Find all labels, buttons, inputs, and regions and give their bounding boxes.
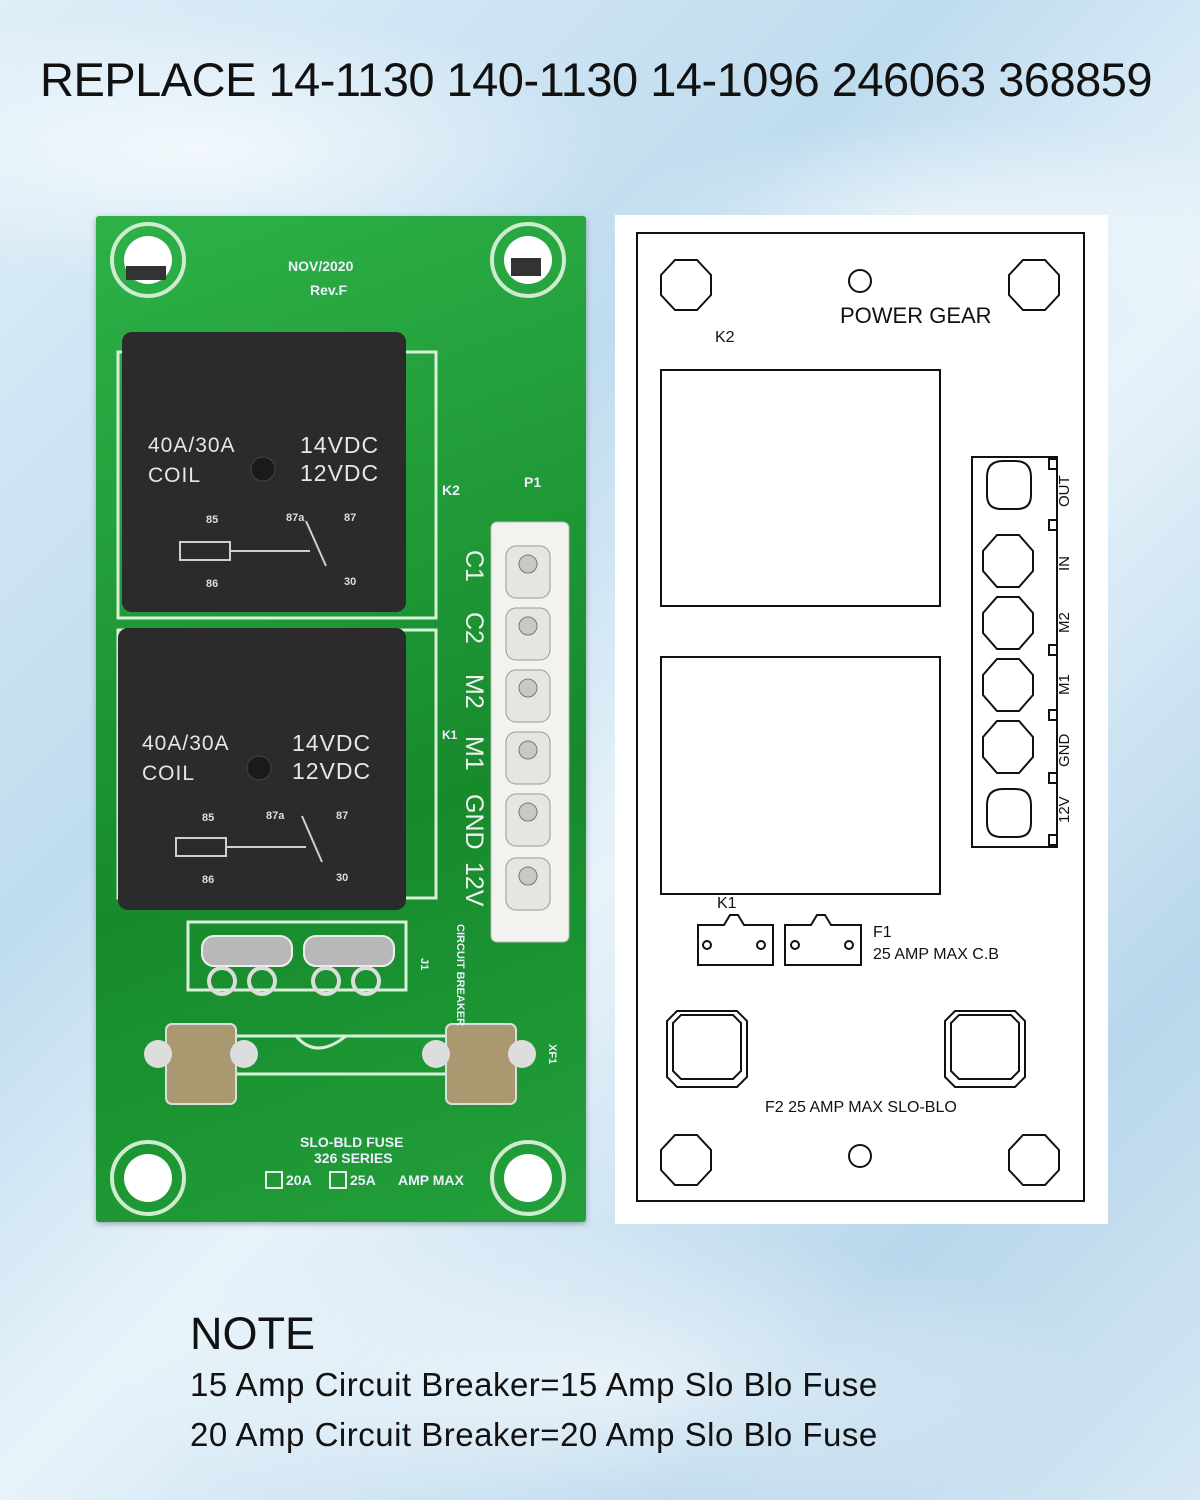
pcb-rev: Rev.F: [310, 282, 348, 298]
k2-voltage-1: 14VDC: [300, 432, 380, 458]
note-line-2: 20 Amp Circuit Breaker=20 Amp Slo Blo Fu…: [190, 1416, 878, 1453]
connector-label: P1: [524, 474, 542, 490]
k2-pin-87a: 87a: [286, 512, 305, 524]
k2-pin-86: 86: [206, 578, 219, 590]
diagram-k1-label: K1: [717, 895, 737, 912]
diagram-terminal-out: OUT: [1056, 475, 1073, 507]
diagram-graphics: [636, 232, 1085, 1202]
pin-label-m2: M2: [460, 674, 488, 709]
fuse-holder: [144, 1023, 536, 1105]
diagram-terminal-gnd: GND: [1056, 733, 1073, 767]
diagram-hole-bottom-right: [1008, 1134, 1060, 1186]
diagram-terminal-in: IN: [1056, 556, 1073, 571]
diagram-relay-k1: [660, 656, 941, 895]
k2-coil: COIL: [148, 464, 202, 487]
k2-voltage-2: 12VDC: [300, 460, 380, 486]
pin-label-m1: M1: [460, 736, 488, 771]
k1-pin-87a: 87a: [266, 810, 285, 822]
fuse-ref: XF1: [546, 1044, 558, 1065]
diagram-f1-label: F1: [873, 924, 892, 941]
breaker-clips: [201, 935, 395, 996]
board-diagram: POWER GEAR K2 K1 F1 25 AMP MAX C.B F2 25…: [615, 215, 1108, 1224]
diagram-k2-label: K2: [715, 329, 735, 346]
mount-hole-bottom-right: [490, 1140, 566, 1216]
pcb-graphics: [110, 222, 570, 1216]
k1-coil: COIL: [142, 762, 196, 785]
k1-voltage-2: 12VDC: [292, 758, 372, 784]
pin-label-gnd: GND: [460, 794, 488, 850]
k1-rating: 40A/30A: [142, 732, 230, 755]
note-line-1: 15 Amp Circuit Breaker=15 Amp Slo Blo Fu…: [190, 1366, 878, 1403]
pin-label-c2: C2: [460, 612, 488, 644]
mount-hole-top-left: [110, 222, 186, 298]
k1-pin-85: 85: [202, 812, 215, 824]
diagram-hole-bottom-left: [660, 1134, 712, 1186]
k1-pin-87: 87: [336, 810, 349, 822]
diagram-relay-k2: [660, 369, 941, 607]
headline: REPLACE 14-1130 140-1130 14-1096 246063 …: [40, 53, 1153, 106]
pcb-board: NOV/2020 Rev.F 40A/30A COIL 14VDC 12VDC …: [96, 216, 586, 1222]
diagram-f1-desc: 25 AMP MAX C.B: [873, 946, 999, 963]
mount-hole-top-right: [490, 222, 566, 298]
pin-label-c1: C1: [460, 550, 488, 582]
diagram-hole-top-right: [1008, 259, 1060, 311]
fuse-series: 326 SERIES: [314, 1150, 393, 1166]
k2-pin-30: 30: [344, 576, 357, 588]
breaker-label: CIRCUIT BREAKER: [454, 924, 466, 1027]
diagram-terminal-m2: M2: [1056, 612, 1073, 633]
mount-hole-bottom-left: [110, 1140, 186, 1216]
diagram-terminal-12v: 12V: [1056, 796, 1073, 823]
k1-label: K1: [442, 728, 458, 742]
diagram-f2-label: F2 25 AMP MAX SLO-BLO: [765, 1099, 957, 1116]
k1-pin-86: 86: [202, 874, 215, 886]
fuse-option-25a: 25A: [350, 1172, 376, 1188]
fuse-option-20a: 20A: [286, 1172, 312, 1188]
k1-voltage-1: 14VDC: [292, 730, 372, 756]
fuse-amp-max: AMP MAX: [398, 1172, 464, 1188]
k2-rating: 40A/30A: [148, 434, 236, 457]
note-title: NOTE: [190, 1308, 316, 1359]
diagram-brand: POWER GEAR: [840, 303, 992, 328]
diagram-hole-top-left: [660, 259, 712, 311]
pcb-date: NOV/2020: [288, 258, 354, 274]
k2-pin-87: 87: [344, 512, 357, 524]
fuse-title: SLO-BLD FUSE: [300, 1134, 404, 1150]
k2-pin-85: 85: [206, 514, 219, 526]
diagram-terminal-m1: M1: [1056, 674, 1073, 695]
k1-pin-30: 30: [336, 872, 349, 884]
k2-label: K2: [442, 482, 460, 498]
breaker-ref: J1: [418, 958, 430, 971]
pin-label-12v: 12V: [460, 862, 488, 907]
